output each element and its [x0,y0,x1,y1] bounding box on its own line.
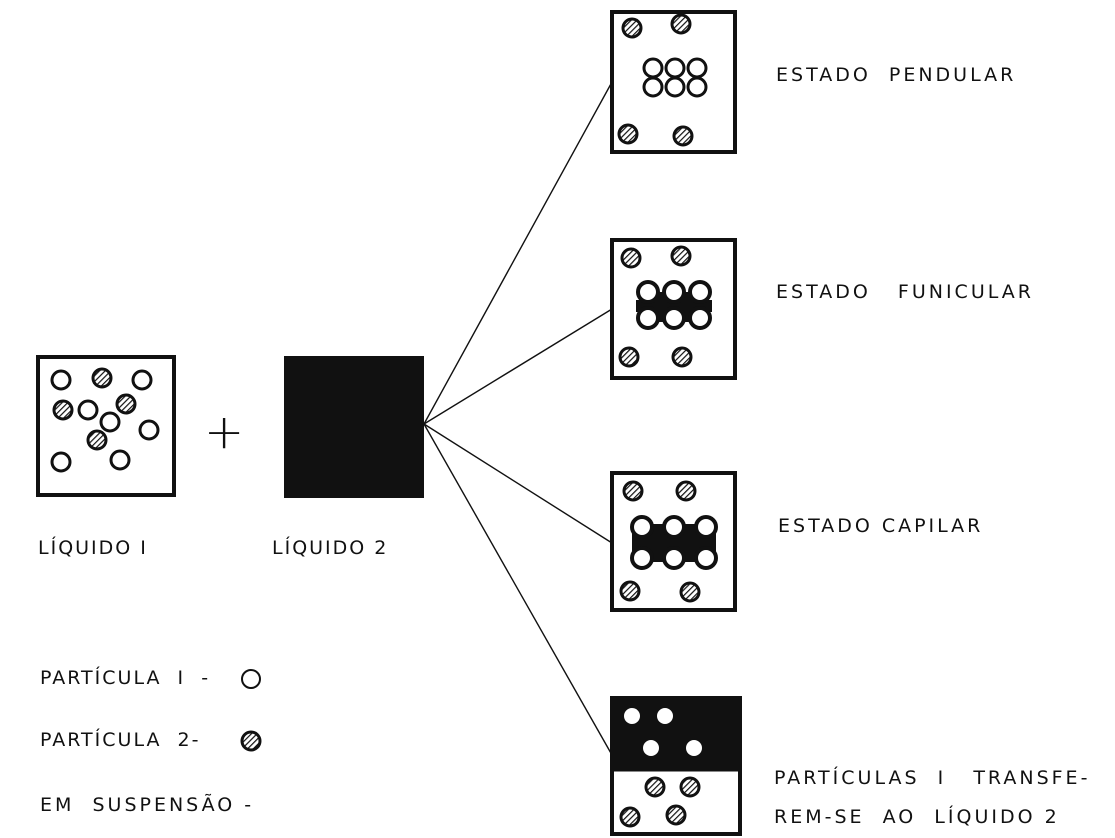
particle-2-circle [667,806,685,824]
particle-1-circle [688,59,706,77]
legend-particle-1-label: PARTÍCULA I - [40,667,210,689]
particle-2-circle [681,583,699,601]
liquid-2-box [284,356,424,498]
connector-lines [424,82,612,755]
transfer-state-label-line-2: REM-SE AO LÍQUIDO 2 [774,806,1060,828]
particle-2-circle [93,369,111,387]
particle-2-circle [674,127,692,145]
particle-1-circle [696,517,716,537]
particle-2-circle [54,401,72,419]
legend-particle-2-symbol [242,732,260,750]
particle-1-circle [140,421,158,439]
connector-line-pendular [424,82,612,424]
particle-2-circle [622,249,640,267]
pendular-state-box [612,12,735,152]
transfer-state-box [612,698,740,834]
particle-2-circle [677,482,695,500]
particle-2-circle [621,808,639,826]
transfer-state-label-line-1: PARTÍCULAS I TRANSFE- [774,767,1090,789]
particle-1-circle [664,548,684,568]
particle-2-circle [623,19,641,37]
particle-1-circle [624,708,640,724]
particle-2-circle [624,482,642,500]
particle-1-circle [644,59,662,77]
particle-2-circle [672,247,690,265]
liquid-1-box [38,357,174,495]
particle-2-circle [88,431,106,449]
funicular-state-label: ESTADO FUNICULAR [776,281,1034,303]
particle-1-circle [664,282,684,302]
particle-1-circle [79,401,97,419]
particle-1-circle [696,548,716,568]
particle-1-circle [643,740,659,756]
connector-line-funicular [424,309,612,424]
particle-1-circle [690,282,710,302]
particle-1-circle [664,308,684,328]
connector-line-transfer [424,424,612,755]
particle-1-circle [111,451,129,469]
pendular-state-label: ESTADO PENDULAR [776,64,1016,86]
liquid-2-label: LÍQUIDO 2 [272,537,388,559]
connector-line-capilar [424,424,612,543]
particle-1-circle [690,308,710,328]
particle-1-circle [644,78,662,96]
particle-2-circle [619,125,637,143]
particle-1-circle [632,517,652,537]
plus-sign: + [204,408,244,456]
liquid-1-label: LÍQUIDO I [38,537,148,559]
particle-1-circle [686,740,702,756]
particle-1-circle [638,282,658,302]
particle-2-circle [673,348,691,366]
particle-1-circle [688,78,706,96]
capilar-state-label: ESTADO CAPILAR [778,515,983,537]
legend-suspension-label: EM SUSPENSÃO - [40,794,254,816]
particle-1-circle [666,59,684,77]
particle-2-circle [646,778,664,796]
particle-2-circle [681,778,699,796]
capilar-state-box [612,473,735,610]
legend-particle-1-symbol [242,670,260,688]
particle-1-circle [133,371,151,389]
particle-1-circle [632,548,652,568]
funicular-state-box [612,240,735,378]
particle-1-circle [52,371,70,389]
particle-2-circle [672,15,690,33]
particle-2-circle [620,348,638,366]
particle-1-circle [666,78,684,96]
particle-1-circle [101,413,119,431]
legend-particle-2-label: PARTÍCULA 2- [40,729,200,751]
particle-1-circle [657,708,673,724]
particle-2-circle [117,395,135,413]
particle-1-circle [638,308,658,328]
particle-2-circle [621,582,639,600]
particle-1-circle [52,453,70,471]
particle-1-circle [664,517,684,537]
